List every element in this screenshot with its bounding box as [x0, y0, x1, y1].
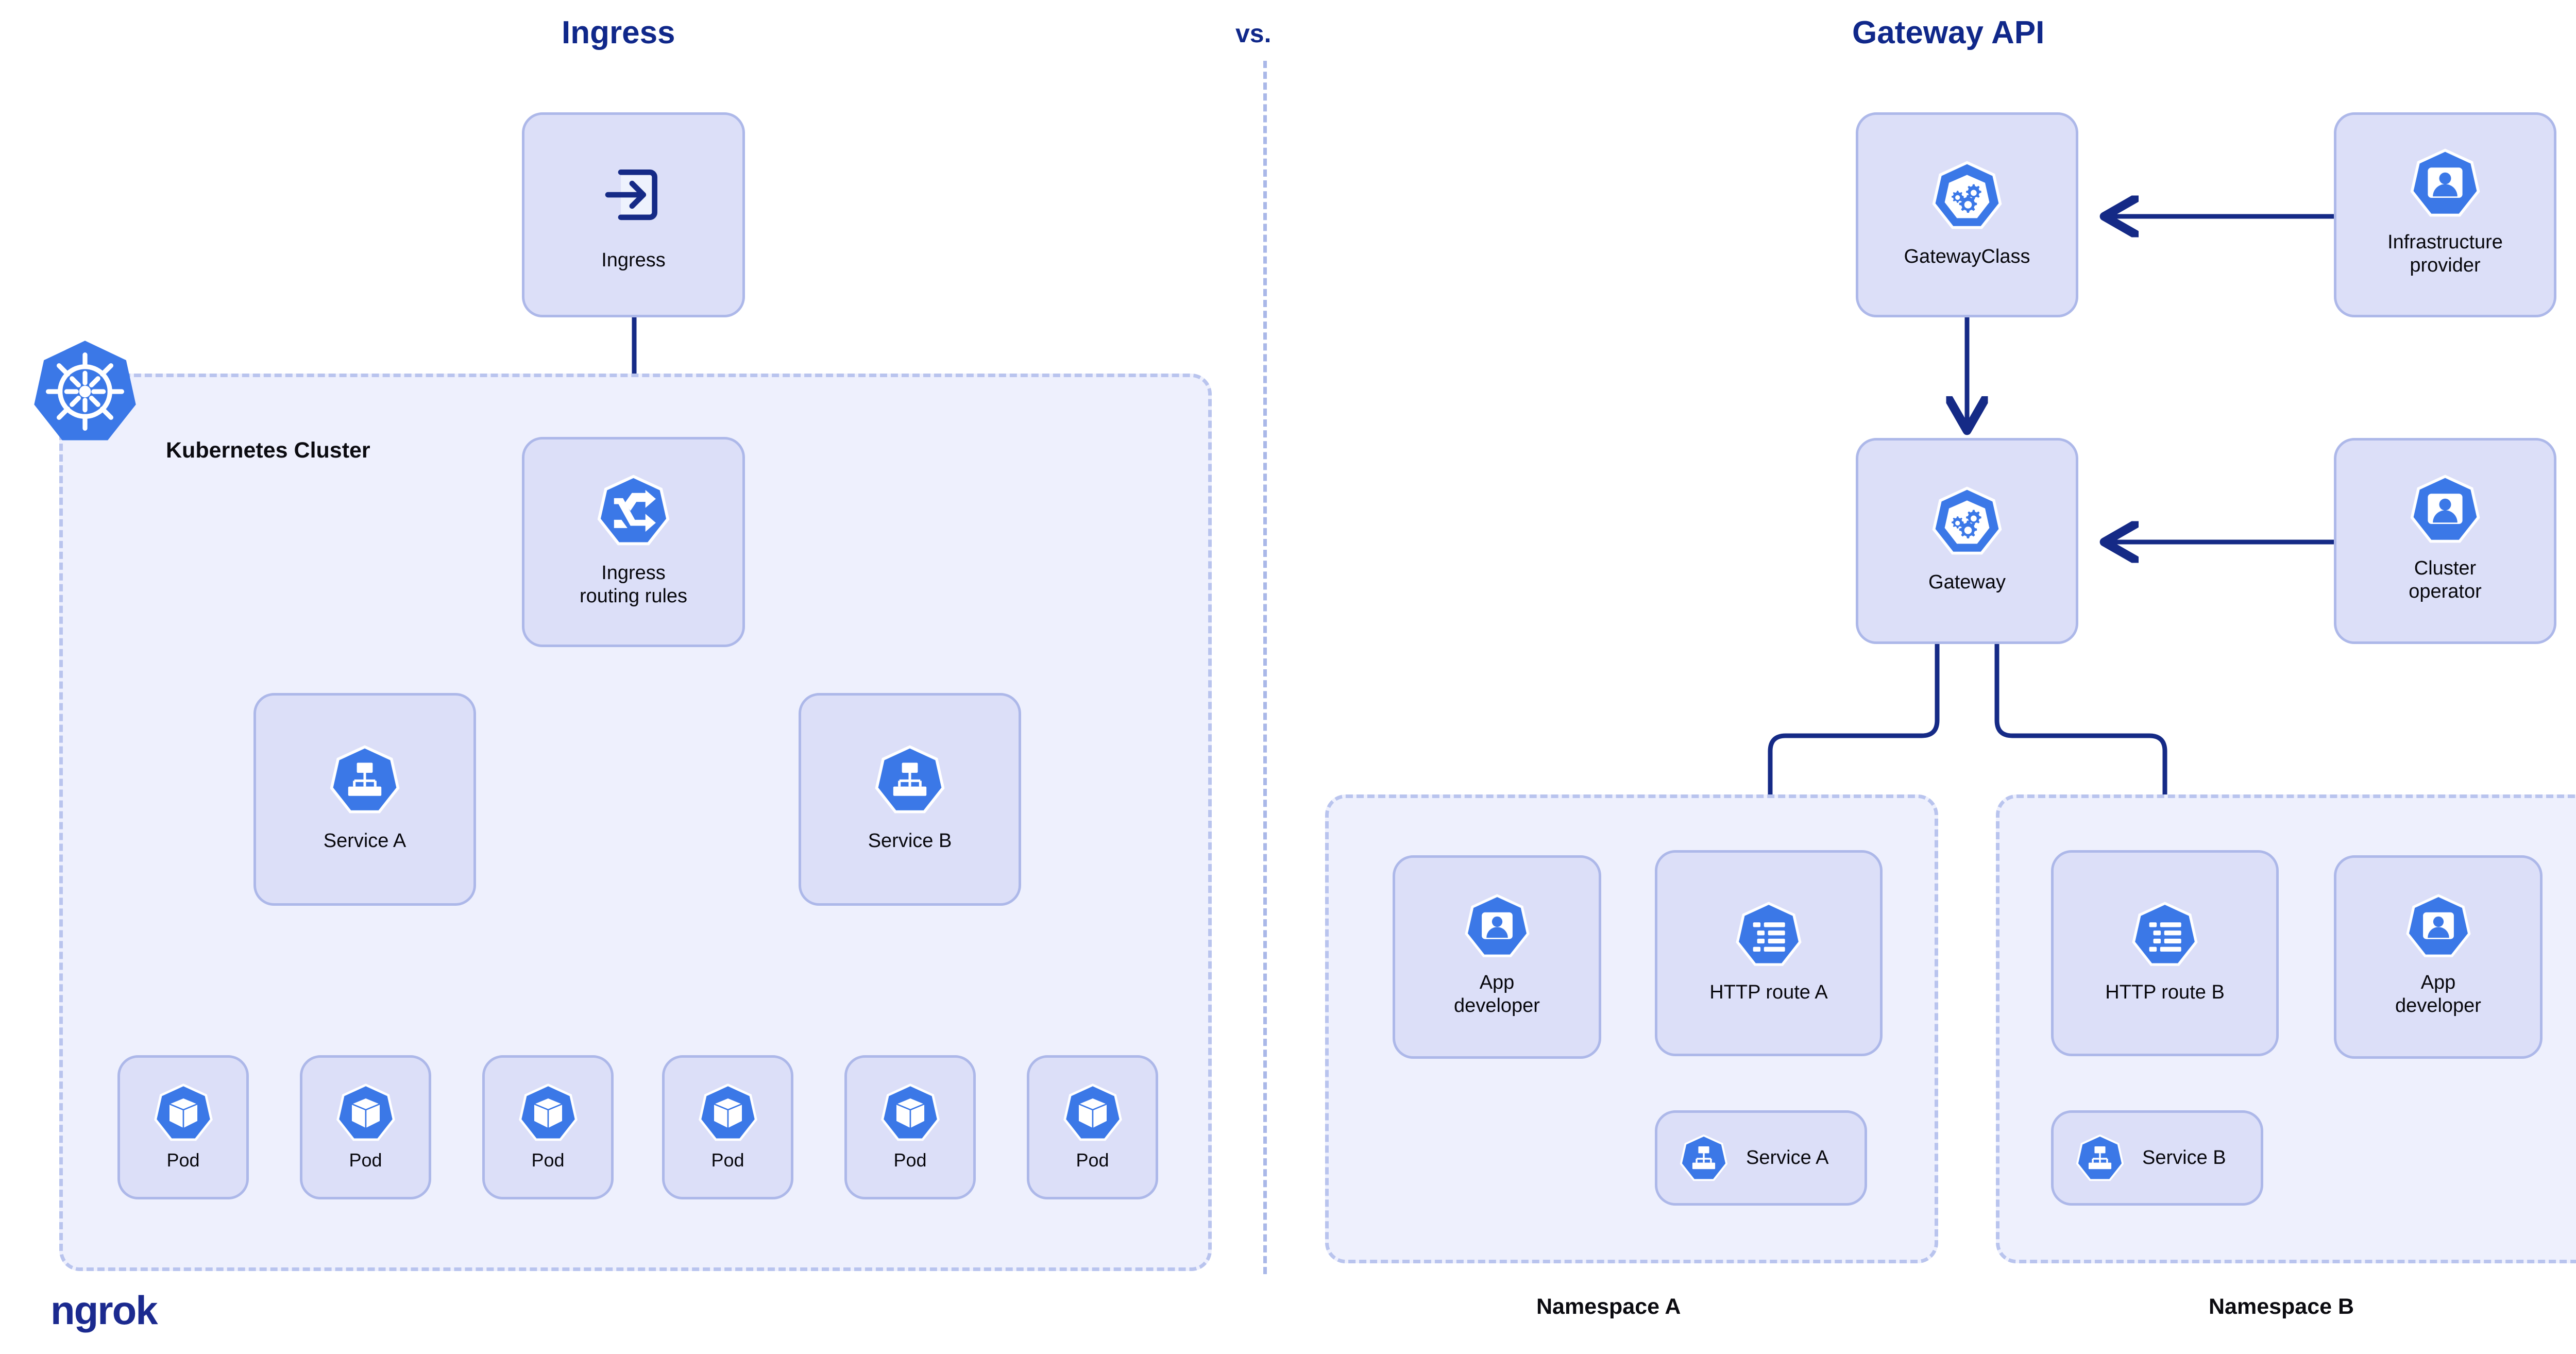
service-hierarchy-icon [1680, 1134, 1728, 1181]
pod-node-2[interactable]: Pod [482, 1055, 614, 1199]
gateway-class-node[interactable]: GatewayClass [1856, 112, 2078, 317]
ingress-routing-rules-node[interactable]: Ingress routing rules [522, 437, 745, 647]
http-route-a-label: HTTP route A [1709, 981, 1828, 1003]
pod-cube-icon [518, 1083, 578, 1141]
pod-label: Pod [893, 1149, 927, 1171]
cluster-operator-label: Cluster operator [2409, 557, 2482, 602]
gateway-node[interactable]: Gateway [1856, 438, 2078, 644]
service-a-node[interactable]: Service A [253, 693, 476, 906]
service-a-chip-label: Service A [1746, 1147, 1829, 1169]
infrastructure-provider-label: Infrastructure provider [2387, 231, 2503, 276]
service-b-chip[interactable]: Service B [2051, 1110, 2263, 1206]
left-panel-title: Ingress [562, 15, 675, 50]
http-route-b-label: HTTP route B [2105, 981, 2225, 1003]
http-route-a-node[interactable]: HTTP route A [1655, 850, 1883, 1056]
gateway-class-label: GatewayClass [1904, 245, 2030, 267]
service-hierarchy-icon [2076, 1134, 2124, 1181]
pod-node-3[interactable]: Pod [300, 1055, 431, 1199]
service-a-label: Service A [323, 830, 406, 852]
pod-label: Pod [531, 1149, 565, 1171]
pod-node-6[interactable]: Pod [1027, 1055, 1158, 1199]
pod-label: Pod [166, 1149, 200, 1171]
pod-node-4[interactable]: Pod [662, 1055, 793, 1199]
namespace-b-label: Namespace B [2209, 1294, 2354, 1319]
comparison-title: vs. [1235, 19, 1272, 48]
app-developer-b-label: App developer [2395, 971, 2481, 1017]
pod-cube-icon [154, 1083, 213, 1141]
service-a-chip[interactable]: Service A [1655, 1110, 1867, 1206]
pod-cube-icon [698, 1083, 757, 1141]
shuffle-routing-icon [597, 475, 670, 545]
person-icon [2410, 148, 2480, 217]
panel-divider [1263, 61, 1267, 1274]
app-developer-b-node[interactable]: App developer [2334, 855, 2543, 1059]
http-route-b-node[interactable]: HTTP route B [2051, 850, 2279, 1056]
pod-label: Pod [1076, 1149, 1109, 1171]
ngrok-logo: ngrok [50, 1287, 158, 1334]
namespace-a-label: Namespace A [1536, 1294, 1681, 1319]
person-icon [2405, 894, 2471, 957]
gateway-label: Gateway [1928, 571, 2006, 593]
gears-icon [1932, 161, 2002, 229]
service-hierarchy-icon [330, 745, 400, 814]
app-developer-a-label: App developer [1454, 971, 1540, 1017]
kubernetes-cluster-label: Kubernetes Cluster [166, 438, 370, 463]
service-b-label: Service B [868, 830, 952, 852]
person-icon [1464, 894, 1530, 957]
app-developer-a-node[interactable]: App developer [1393, 855, 1601, 1059]
ingress-arrow-icon [605, 169, 657, 220]
pod-node-1[interactable]: Pod [117, 1055, 249, 1199]
pod-cube-icon [336, 1083, 395, 1141]
list-route-icon [2132, 901, 2198, 966]
infrastructure-provider-node[interactable]: Infrastructure provider [2334, 112, 2556, 317]
ingress-node-label: Ingress [601, 249, 666, 271]
pod-node-5[interactable]: Pod [844, 1055, 976, 1199]
ngrok-wordmark: ngrok [50, 1288, 158, 1333]
pod-label: Pod [349, 1149, 382, 1171]
ingress-routing-rules-label: Ingress routing rules [579, 562, 688, 607]
service-b-node[interactable]: Service B [799, 693, 1021, 906]
kubernetes-logo-icon [31, 337, 139, 446]
pod-label: Pod [711, 1149, 744, 1171]
person-icon [2410, 475, 2480, 543]
cluster-operator-node[interactable]: Cluster operator [2334, 438, 2556, 644]
service-hierarchy-icon [875, 745, 945, 814]
right-panel-title: Gateway API [1852, 15, 2045, 50]
gears-icon [1932, 486, 2002, 554]
service-b-chip-label: Service B [2142, 1147, 2226, 1169]
ingress-node[interactable]: Ingress [522, 112, 745, 317]
list-route-icon [1736, 901, 1802, 966]
pod-cube-icon [880, 1083, 940, 1141]
pod-cube-icon [1063, 1083, 1122, 1141]
